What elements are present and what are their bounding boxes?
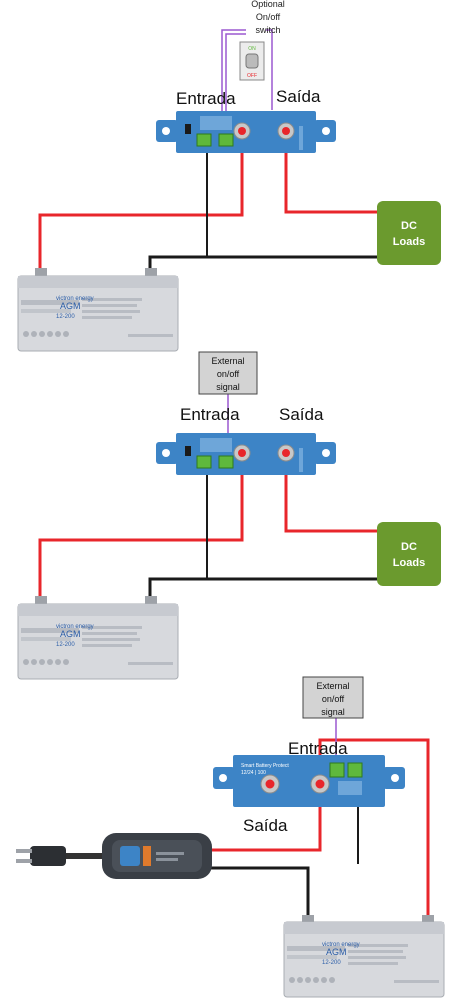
- switch-wire-a: [221, 29, 246, 130]
- dc-loads-box: [377, 522, 441, 586]
- switch-off-text: OFF: [247, 73, 257, 79]
- device-rating-text: 12/24 | 100: [241, 770, 266, 776]
- battery-protect-device: Smart Battery Protect 12/24 | 100: [213, 755, 405, 807]
- diagram-2: External on/off signal Entrada Saída DC …: [17, 351, 441, 680]
- battery-model: AGM: [60, 629, 81, 639]
- diagram-1: ON OFF Optional On/off switch Entrada Sa…: [17, 0, 441, 352]
- loads-label-line1: DC: [401, 541, 417, 553]
- positive-wire-battery-input: [38, 468, 244, 604]
- battery-capacity: 12-200: [322, 960, 341, 966]
- switch-label-line2: On/off: [256, 12, 281, 22]
- battery: victron energy AGM 12-200: [17, 596, 179, 680]
- positive-wire-output-loads: [284, 466, 381, 533]
- positive-wire-output-loads: [284, 140, 381, 214]
- switch-wire-b: [225, 33, 246, 130]
- mains-plug: [16, 846, 66, 866]
- device-name-text: Smart Battery Protect: [241, 763, 289, 769]
- signal-label-line3: signal: [216, 382, 240, 392]
- switch-on-text: ON: [248, 46, 256, 52]
- battery-protect-device: [156, 111, 336, 153]
- external-signal-box: [302, 676, 364, 719]
- negative-wire-charger-battery: [210, 866, 310, 922]
- input-label: Entrada: [180, 405, 240, 424]
- battery-protect-device: [156, 433, 336, 475]
- switch-wire-c: [266, 29, 273, 110]
- output-label: Saída: [279, 405, 324, 424]
- input-label: Entrada: [176, 89, 236, 108]
- battery-brand: victron energy: [56, 624, 94, 630]
- signal-label-line2: on/off: [322, 694, 345, 704]
- signal-label-line3: signal: [321, 707, 345, 717]
- input-label: Entrada: [288, 739, 348, 758]
- switch-label-line1: Optional: [251, 0, 285, 9]
- negative-wire-battery-ground: [148, 577, 381, 604]
- loads-label-line2: Loads: [393, 236, 425, 248]
- battery-brand: victron energy: [322, 942, 360, 948]
- battery-capacity: 12-200: [56, 314, 75, 320]
- battery-capacity: 12-200: [56, 642, 75, 648]
- switch-label-line3: switch: [255, 25, 280, 35]
- external-signal-box: [198, 351, 258, 395]
- loads-label-line2: Loads: [393, 557, 425, 569]
- loads-label-line1: DC: [401, 220, 417, 232]
- dc-loads-box: [377, 201, 441, 265]
- positive-wire-battery-input: [38, 142, 244, 275]
- signal-label-line2: on/off: [217, 369, 240, 379]
- battery: victron energy AGM 12-200: [17, 268, 179, 352]
- battery-model: AGM: [326, 947, 347, 957]
- battery: victron energy AGM 12-200: [283, 915, 445, 998]
- diagram-3: External on/off signal Smart Battery Pro…: [16, 676, 445, 998]
- output-label: Saída: [243, 816, 288, 835]
- on-off-switch: ON OFF: [239, 41, 265, 81]
- battery-brand: victron energy: [56, 296, 94, 302]
- output-label: Saída: [276, 87, 321, 106]
- battery-model: AGM: [60, 301, 81, 311]
- battery-charger: [102, 833, 212, 879]
- signal-label-line1: External: [211, 356, 244, 366]
- negative-wire-battery-ground: [148, 255, 381, 275]
- signal-label-line1: External: [316, 681, 349, 691]
